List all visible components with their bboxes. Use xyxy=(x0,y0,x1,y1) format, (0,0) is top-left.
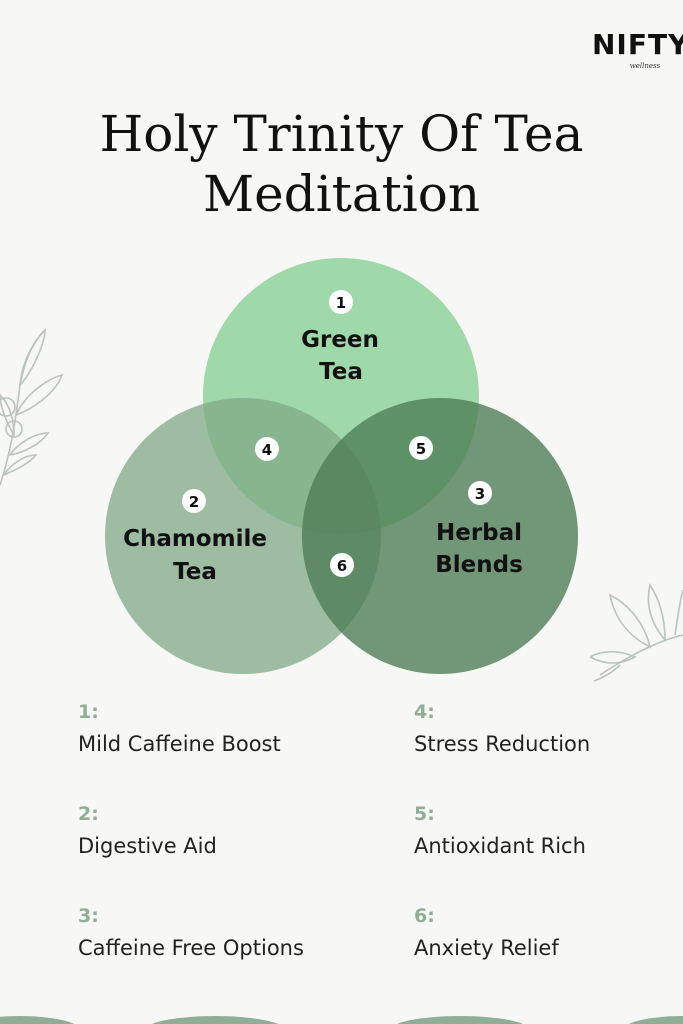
legend-number: 5: xyxy=(414,803,435,825)
bottom-decoration xyxy=(0,1016,683,1024)
label-green-line1: Green xyxy=(301,327,379,353)
legend-number: 6: xyxy=(414,905,435,927)
legend-text: Anxiety Relief xyxy=(414,936,559,960)
brand-logo: NIFTY wellness xyxy=(592,28,683,71)
page-title: Holy Trinity Of Tea Meditation xyxy=(0,104,683,224)
badge-4-text: 4 xyxy=(262,441,272,459)
legend-item-1: 1: Mild Caffeine Boost xyxy=(78,701,348,757)
leaf-branch-right-icon xyxy=(590,583,683,682)
legend-item-4: 4: Stress Reduction xyxy=(414,701,683,757)
venn-diagram: 1 2 3 4 5 6 Green Tea Chamomile Tea Herb… xyxy=(105,258,578,674)
badge-6: 6 xyxy=(330,553,354,577)
label-herbal-line2: Blends xyxy=(435,552,523,578)
badge-1-text: 1 xyxy=(336,294,346,312)
legend-text: Digestive Aid xyxy=(78,834,217,858)
badge-4: 4 xyxy=(255,437,279,461)
badge-6-text: 6 xyxy=(337,557,347,575)
legend-number: 4: xyxy=(414,701,435,723)
legend-item-5: 5: Antioxidant Rich xyxy=(414,803,683,859)
legend-text: Stress Reduction xyxy=(414,732,591,756)
leaf-branch-left-icon xyxy=(0,328,64,486)
legend-item-3: 3: Caffeine Free Options xyxy=(78,905,348,961)
label-herbal-line1: Herbal xyxy=(436,520,522,546)
circle-chamomile-tea xyxy=(105,398,381,674)
badge-2-text: 2 xyxy=(189,493,199,511)
circle-herbal-blends xyxy=(302,398,578,674)
brand-tagline: wellness xyxy=(629,62,661,70)
legend-text: Antioxidant Rich xyxy=(414,834,586,858)
label-chamomile-line2: Tea xyxy=(173,559,217,585)
badge-5-text: 5 xyxy=(416,440,426,458)
badge-5: 5 xyxy=(409,436,433,460)
title-line-2: Meditation xyxy=(202,165,481,223)
brand-name: NIFTY xyxy=(592,28,683,61)
legend-number: 2: xyxy=(78,803,99,825)
legend-text: Caffeine Free Options xyxy=(78,936,304,960)
badge-3: 3 xyxy=(468,481,492,505)
title-line-1: Holy Trinity Of Tea xyxy=(99,105,584,163)
label-green-line2: Tea xyxy=(319,359,363,385)
label-chamomile-line1: Chamomile xyxy=(123,526,267,552)
legend-item-2: 2: Digestive Aid xyxy=(78,803,348,859)
badge-1: 1 xyxy=(329,290,353,314)
legend-number: 1: xyxy=(78,701,99,723)
legend-text: Mild Caffeine Boost xyxy=(78,732,281,756)
legend-item-6: 6: Anxiety Relief xyxy=(414,905,683,961)
badge-3-text: 3 xyxy=(475,485,485,503)
badge-2: 2 xyxy=(182,489,206,513)
legend-number: 3: xyxy=(78,905,99,927)
